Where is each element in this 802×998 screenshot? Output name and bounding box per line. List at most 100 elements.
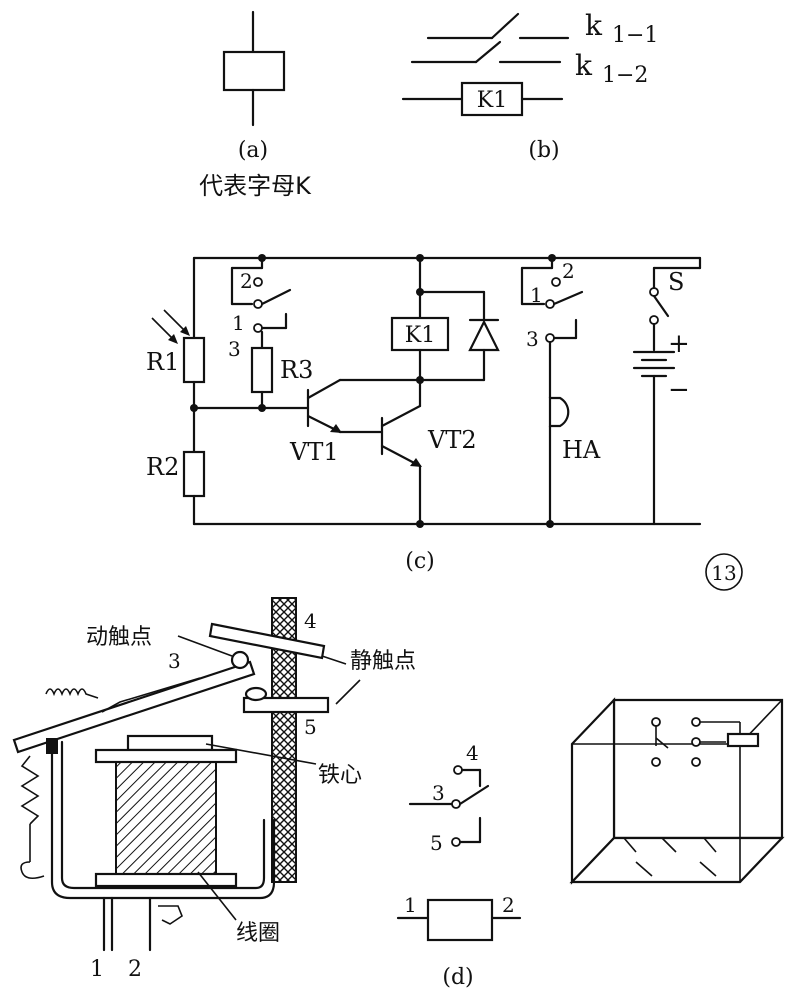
panel-a: (a) 代表字母K [199, 10, 312, 200]
panel-b: k 1−1 k 1−2 K1 (b) [401, 9, 658, 163]
package-leg-4 [635, 861, 653, 877]
sym-pin-3 [451, 799, 461, 809]
yoke-frame [50, 740, 276, 900]
moving-armature [12, 660, 256, 754]
iron-core-top [126, 734, 214, 752]
panel-c-label: (c) [405, 549, 435, 574]
panel-a-label: (a) [238, 138, 268, 163]
sw1-pin-3-label: 3 [228, 337, 241, 361]
package-pin-a [651, 717, 661, 727]
coil-top-flange [94, 748, 238, 764]
lower-static-plate [242, 696, 330, 714]
r3-label: R3 [280, 356, 313, 384]
sym-pin-4-label: 4 [466, 741, 479, 765]
figure-number: 13 [705, 553, 743, 591]
sw1-pin-2-label: 2 [240, 269, 253, 293]
pin-bracket [158, 905, 183, 925]
upper-static-plate [208, 622, 326, 660]
coil-label: 线圈 [236, 921, 280, 946]
light-arrow-1-head [168, 334, 178, 344]
iron-core-label: 铁心 [318, 763, 362, 788]
armature-spring-leaf [101, 677, 201, 713]
pin-2-label: 2 [128, 957, 142, 982]
coil-sym-pin-1-label: 1 [404, 893, 417, 917]
vt2-emitter-arrow [410, 458, 422, 467]
contact-k1-1-label: k [585, 9, 603, 42]
sw2-pin-2-label: 2 [562, 259, 575, 283]
leader-coil [197, 871, 237, 921]
side-spring [20, 755, 40, 825]
leader-moving-contact [177, 635, 233, 657]
battery-plus-label: + [668, 329, 690, 359]
armature-pivot [46, 738, 58, 754]
pin-3-label: 3 [168, 649, 181, 673]
package-pin-b [651, 757, 661, 767]
coil-k1-label: K1 [477, 88, 507, 113]
panel-b-label: (b) [528, 138, 559, 163]
sw2-pin-3 [545, 333, 555, 343]
vt1-label: VT1 [289, 438, 339, 466]
pin-4-label: 4 [304, 609, 317, 633]
panel-d-contact-symbol: 4 3 5 [408, 741, 490, 855]
vt1-collector [306, 378, 342, 400]
vt2-collector [380, 404, 422, 428]
contact-k1-2-label: k [575, 49, 593, 82]
leader-iron-core [205, 743, 317, 765]
coil-sym-box [426, 898, 494, 942]
coil-bottom-flange [94, 872, 238, 888]
vt2-label: VT2 [427, 426, 477, 454]
coil-sym-pin-2-label: 2 [502, 893, 515, 917]
figure-number-label: 13 [711, 561, 736, 585]
sw1-blade [260, 288, 292, 306]
contact-k1-1-subscript: 1−1 [612, 23, 658, 48]
buzzer-ha [548, 396, 570, 428]
sw2-pin-1 [545, 299, 555, 309]
switch-s-bottom-contact [649, 315, 659, 325]
ha-label: HA [562, 436, 601, 464]
contact-k1-1-blade [490, 12, 520, 40]
leader-static-lower [335, 679, 361, 705]
switch-s-top-contact [649, 287, 659, 297]
relay-construction: 4 5 3 1 2 动触点 静触点 [12, 597, 416, 982]
static-contact-label: 静触点 [350, 649, 416, 674]
switch-s-blade [652, 294, 670, 318]
coil-winding [115, 761, 217, 875]
resistor-r3 [250, 346, 274, 394]
r2-label: R2 [146, 453, 179, 481]
battery-minus-label: − [668, 375, 690, 405]
figure-number-circle [705, 553, 743, 591]
sw1-pin-3 [253, 323, 263, 333]
node-vt2-ground [416, 520, 424, 528]
panel-c: R1 R2 2 1 3 R3 VT1 [146, 254, 702, 574]
sw2-pin-2 [551, 277, 561, 287]
switch-s-label: S [668, 268, 684, 296]
return-spring [45, 688, 99, 699]
sw2-pin-1-label: 1 [530, 283, 543, 307]
resistor-r2 [182, 450, 206, 498]
resistor-r1 [182, 336, 206, 384]
leader-static-upper [321, 655, 347, 665]
moving-contact [230, 650, 250, 670]
light-arrow-2-head [180, 326, 190, 336]
moving-contact-label: 动触点 [86, 625, 152, 650]
relay-package [569, 697, 785, 885]
package-pin-c [691, 717, 701, 727]
package-pin-d [691, 737, 701, 747]
relay-coil-k1 [390, 316, 450, 352]
package-leg-1 [623, 837, 637, 853]
sw1-pin-2 [253, 277, 263, 287]
sym-pin-5 [451, 837, 461, 847]
pin-1-label: 1 [90, 957, 104, 982]
sym-pin-5-label: 5 [430, 831, 443, 855]
panel-d-label: (d) [442, 965, 473, 990]
sw2-blade [552, 290, 584, 306]
package-leg-5 [699, 861, 717, 877]
package-contact-blade [655, 737, 669, 749]
sw1-pin-1 [253, 299, 263, 309]
node-ha-ground [546, 520, 554, 528]
panel-a-caption: 代表字母K [199, 172, 312, 200]
sym-pin-3-label: 3 [432, 781, 445, 805]
vt1-emitter-arrow [330, 424, 342, 433]
